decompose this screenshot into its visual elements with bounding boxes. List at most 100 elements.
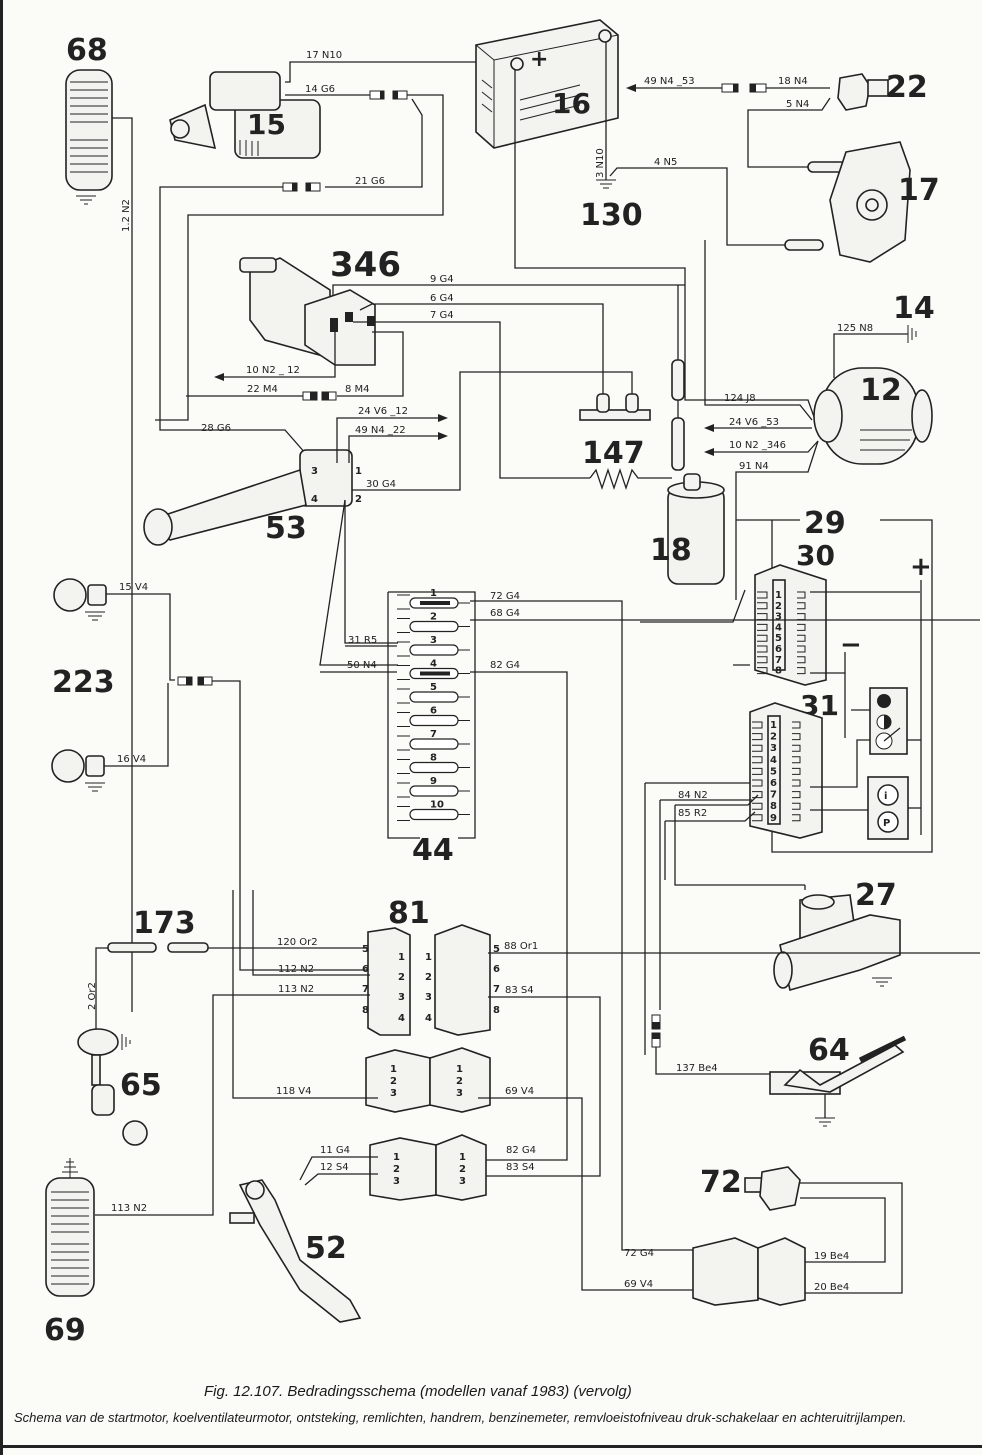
component-15-starter-motor [169, 71, 321, 159]
arrow-icon [214, 373, 224, 381]
connector-81-pin-8: 8 [362, 1005, 369, 1016]
wire-31-R5: 31 R5 [348, 635, 377, 646]
fuse-number: 2 [430, 612, 437, 623]
wire-24-V6-53: 24 V6 _53 [729, 417, 779, 428]
component-223-reversing-lamp-top [53, 578, 107, 621]
figure-description: Schema van de startmotor, koelventilateu… [14, 1410, 907, 1425]
fuse-number: 5 [430, 682, 437, 693]
connector-30-pin-3: 3 [775, 612, 782, 623]
fuse-2: 2 [397, 612, 470, 633]
label-346: 346 [330, 245, 401, 285]
connector-18-N4 [721, 83, 767, 93]
wire-113-N2: 113 N2 [278, 984, 314, 995]
wire-72-G4-b: 72 G4 [624, 1248, 654, 1259]
component-18-ignition-coil [667, 473, 725, 585]
wire-2-Or2: 2 Or2 [87, 982, 98, 1010]
wire-22-M4: 22 M4 [247, 384, 278, 395]
wire-28-G6: 28 G6 [201, 423, 231, 434]
connector-30-pin-8: 8 [775, 666, 782, 677]
label-16: 16 [552, 87, 591, 120]
wire-11-G4: 11 G4 [320, 1145, 350, 1156]
connector-31-pin-6: 6 [770, 778, 777, 789]
wire-69-V4: 69 V4 [505, 1086, 534, 1097]
component-12-alternator [813, 367, 933, 465]
component-346-relay [239, 257, 376, 366]
arrow-icon [626, 84, 636, 92]
connector-81-pin-6: 6 [362, 964, 369, 975]
park-icon: P [883, 818, 890, 829]
component-223-reversing-lamp-bottom [51, 749, 105, 792]
label-52: 52 [305, 1231, 347, 1266]
component-64-handbrake-switch [769, 1035, 907, 1095]
label-30: 30 [796, 539, 835, 572]
suppressor-icon [671, 359, 685, 401]
connector-31-pin-2: 2 [770, 732, 777, 743]
label-130: 130 [580, 198, 643, 233]
connector-30-pin-4: 4 [775, 622, 782, 633]
resistor-icon [589, 467, 672, 491]
connector-81-pin-7: 7 [493, 984, 500, 995]
fuse-number: 9 [430, 776, 437, 787]
wire-19-Be4: 19 Be4 [814, 1251, 849, 1262]
wire-17-N10: 17 N10 [306, 50, 342, 61]
suppressor-icon [167, 942, 209, 953]
wire-9-G4: 9 G4 [430, 274, 454, 285]
connector-30-pin-5: 5 [775, 633, 782, 644]
wire-69-V4-b: 69 V4 [624, 1279, 653, 1290]
wire-30-G4: 30 G4 [366, 479, 396, 490]
connector-81-pin-2: 2 [425, 972, 432, 983]
brake-fluid-warning-lamp [869, 687, 908, 755]
three-pin-label-1: 1 [459, 1152, 466, 1163]
fuse-number: 6 [430, 706, 437, 717]
component-16-battery [475, 19, 619, 149]
connector-30-pin-7: 7 [775, 655, 782, 666]
wire-3-N10: 3 N10 [595, 148, 606, 178]
pin-4: 4 [311, 494, 318, 505]
ground-icon [76, 195, 96, 205]
wire-82-G4: 82 G4 [490, 660, 520, 671]
ground-130-icon [596, 179, 616, 189]
battery-plus-icon: + [530, 47, 548, 72]
wire-4-N5: 4 N5 [654, 157, 677, 168]
connector-30-pin-2: 2 [775, 601, 782, 612]
fuse-4: 4 [397, 659, 470, 680]
wire-6-G4: 6 G4 [430, 293, 454, 304]
wire-68-G4: 68 G4 [490, 608, 520, 619]
fuse-number: 4 [430, 659, 437, 670]
wire-10-N2-12: 10 N2 _ 12 [246, 365, 300, 376]
fuse-8: 8 [397, 753, 470, 774]
wire-125-N8: 125 N8 [837, 323, 873, 334]
connector-81-pin-1: 1 [398, 952, 405, 963]
fuse-7: 7 [397, 729, 470, 751]
wire-5-N4: 5 N4 [786, 99, 809, 110]
label-14: 14 [893, 291, 935, 326]
three-pin-label-3: 3 [456, 1088, 463, 1099]
ground-65-icon [121, 1034, 131, 1050]
wire-50-N4: 50 N4 [347, 660, 377, 671]
label-15: 15 [247, 108, 286, 141]
wire-83-S4: 83 S4 [505, 985, 534, 996]
arrow-icon [704, 424, 714, 432]
connector-31 [749, 702, 823, 839]
three-pin-label-1: 1 [390, 1064, 397, 1075]
wire-72-G4: 72 G4 [490, 591, 520, 602]
label-69: 69 [44, 1313, 86, 1348]
wire-113-N2-b: 113 N2 [111, 1203, 147, 1214]
fuse-3: 3 [397, 635, 470, 657]
connector-31-pin-4: 4 [770, 755, 777, 766]
connector-11-12-pair [369, 1134, 487, 1201]
connector-31-pin-1: 1 [770, 720, 777, 731]
connector-81-left [367, 927, 411, 1036]
wire-120-Or2: 120 Or2 [277, 937, 318, 948]
fuse-9: 9 [397, 776, 470, 798]
component-72-reversing-switch [744, 1166, 801, 1211]
connector-21-G6 [282, 182, 321, 192]
pin-3: 3 [311, 466, 318, 477]
connector-81-pin-1: 1 [425, 952, 432, 963]
pin-1: 1 [355, 466, 362, 477]
label-65: 65 [120, 1068, 162, 1103]
pin-2: 2 [355, 494, 362, 505]
connector-30-pin-6: 6 [775, 644, 782, 655]
